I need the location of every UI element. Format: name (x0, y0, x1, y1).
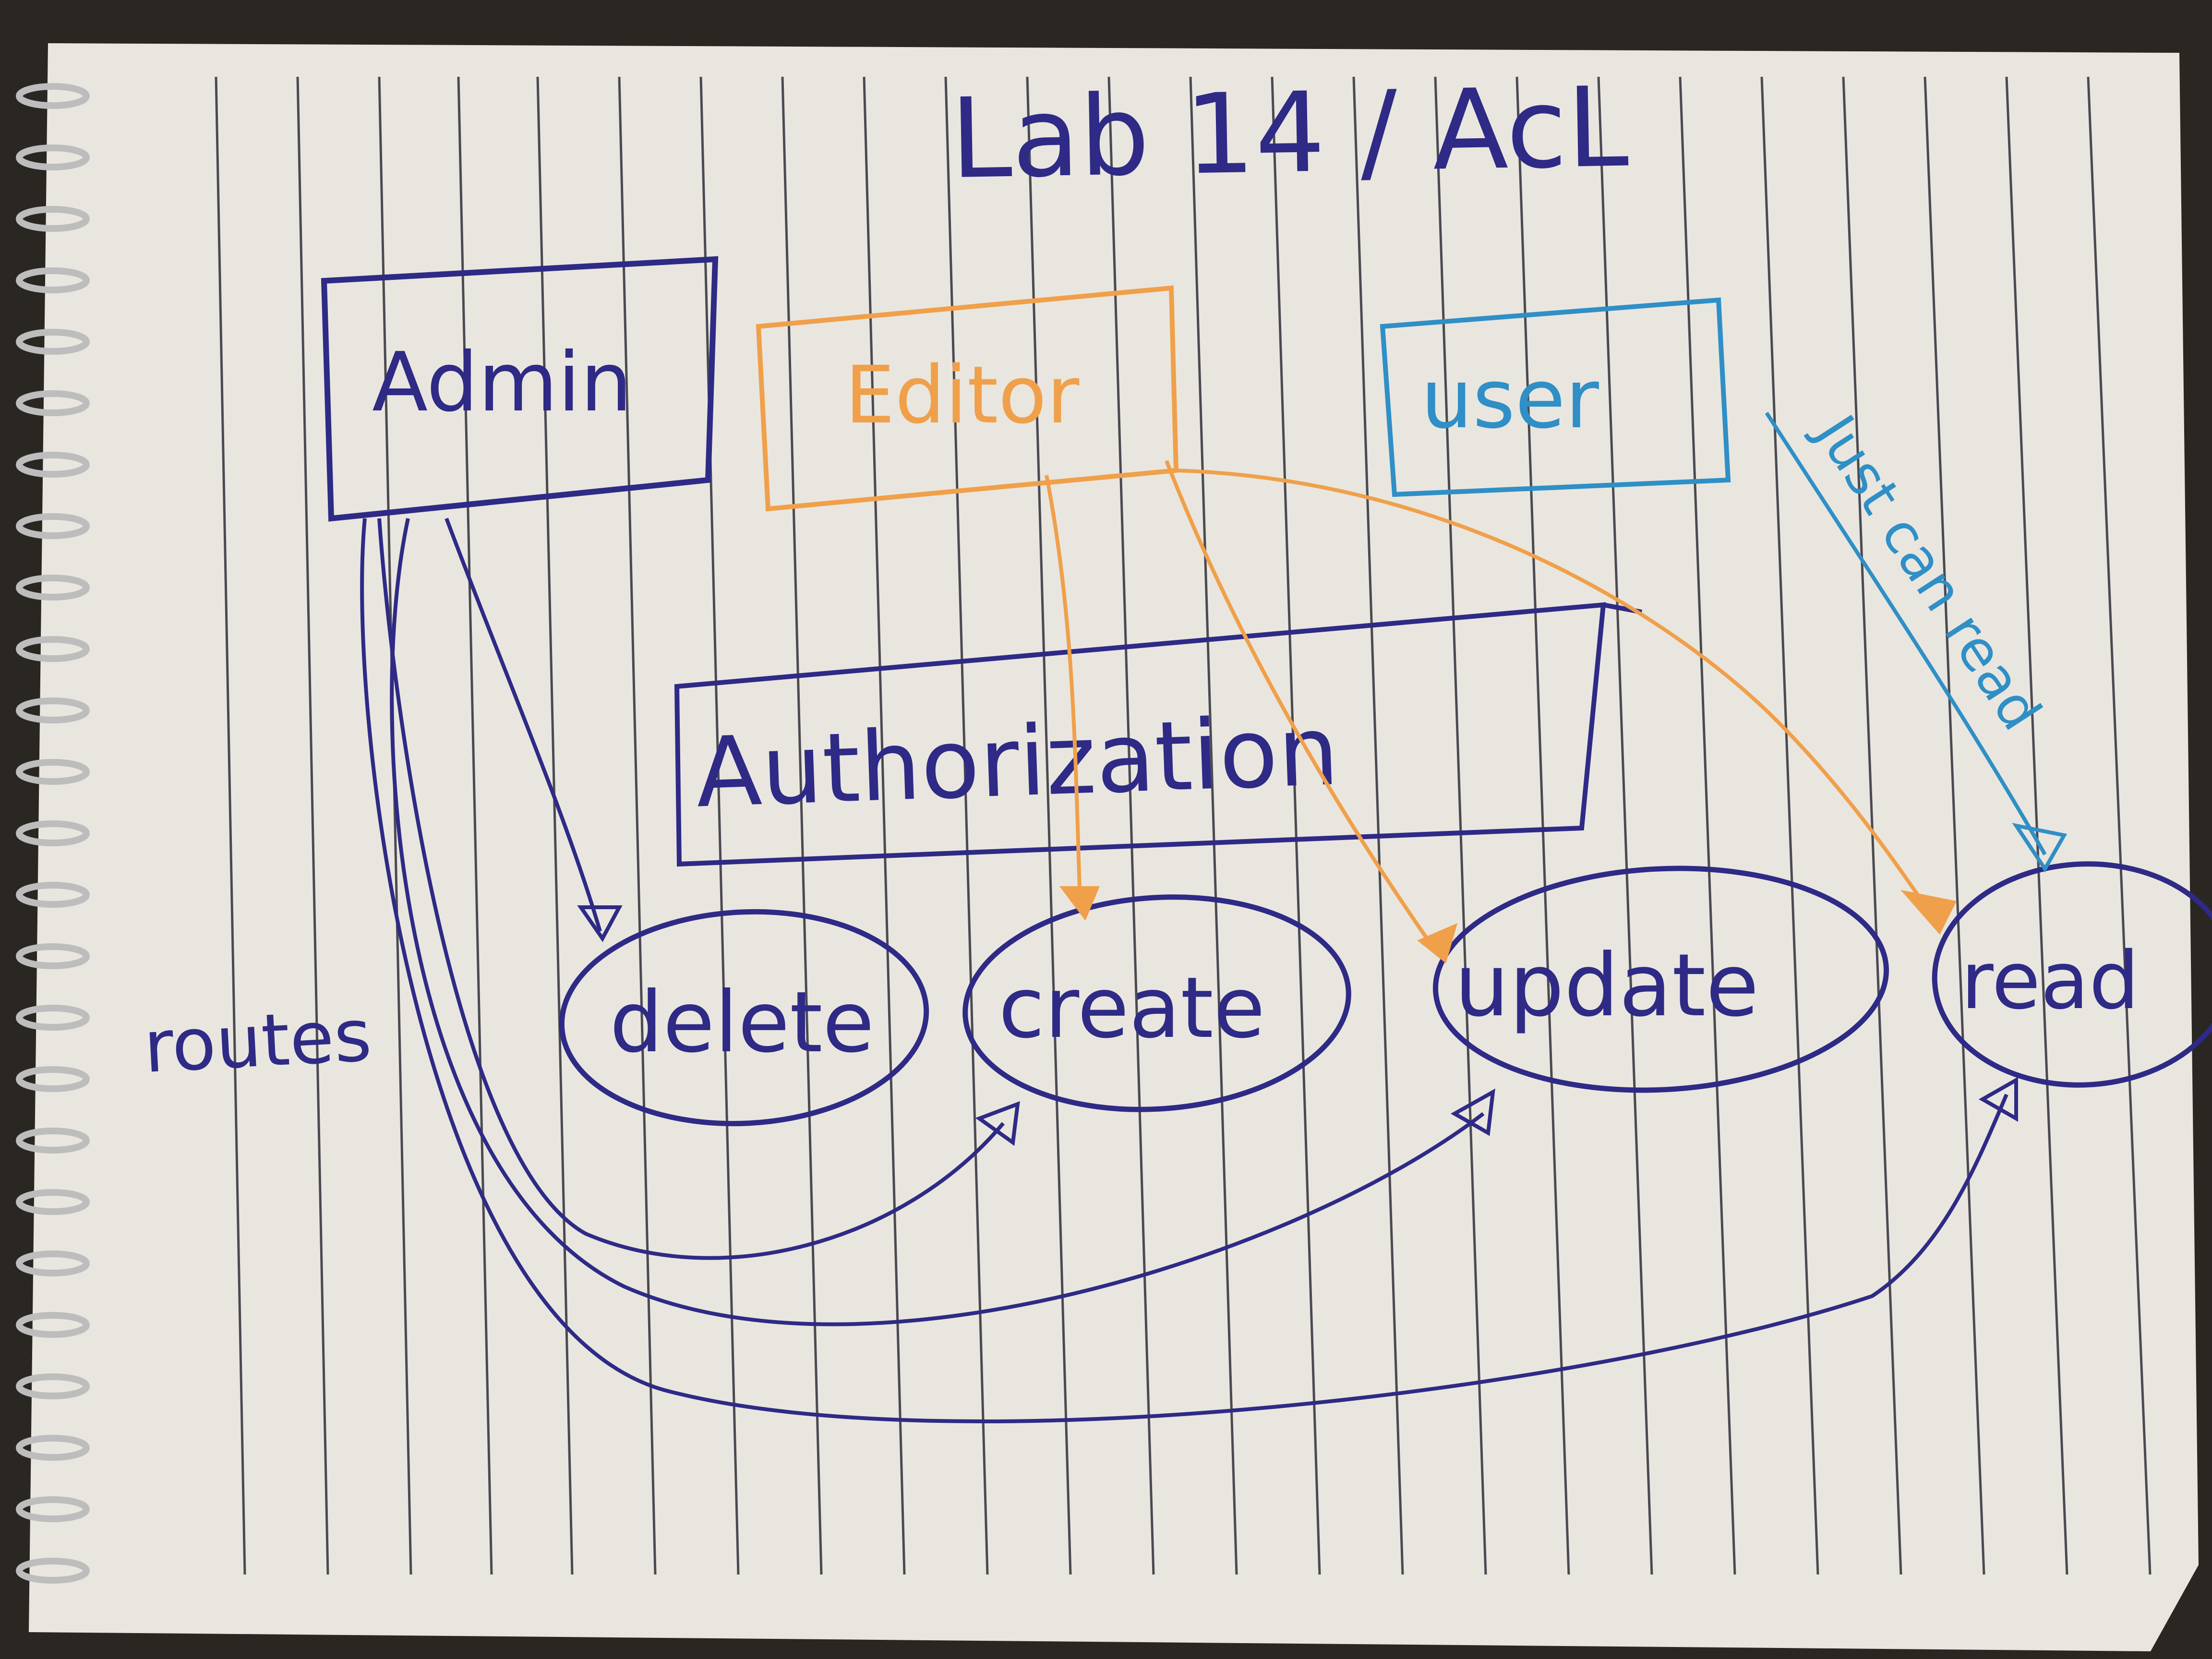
ruled-line (1189, 76, 1238, 1575)
editor-role-label: Editor (845, 349, 1079, 441)
spiral-ring (16, 144, 90, 170)
ruled-line (1679, 76, 1736, 1575)
read-action-label: read (1961, 935, 2140, 1027)
user-to-read-arrow (1765, 411, 2047, 855)
admin-to-create-arrowhead (975, 1101, 1020, 1146)
admin-to-create-arrow (377, 518, 1005, 1260)
page-title: Lab 14 / AcL (949, 63, 1629, 204)
spiral-ring (16, 697, 90, 723)
spiral-ring (16, 1496, 90, 1522)
spiral-ring (16, 759, 90, 785)
ruled-line (2087, 76, 2152, 1575)
spiral-binding (16, 83, 90, 1584)
spiral-ring (16, 267, 90, 293)
ruled-line (1352, 76, 1404, 1575)
ruled-lines (215, 76, 2152, 1575)
spiral-ring (16, 1005, 90, 1031)
ruled-line (1434, 76, 1487, 1575)
editor-to-create-arrow (1045, 475, 1082, 903)
spiral-ring (16, 1066, 90, 1092)
admin-arrows (360, 517, 2018, 1423)
user-role-label: user (1421, 352, 1599, 447)
user-to-read-arrowhead (2012, 823, 2068, 873)
editor-to-update-arrowhead (1417, 923, 1458, 963)
ruled-line (1026, 76, 1072, 1575)
action-read: read (1932, 861, 2212, 1088)
admin-role-label: Admin (372, 335, 632, 430)
ruled-line (1515, 76, 1570, 1575)
authorization-middleware: Authorization (674, 602, 1642, 867)
ruled-line (378, 76, 412, 1575)
ruled-line (1107, 76, 1155, 1575)
spiral-ring (16, 1558, 90, 1584)
spiral-ring (16, 882, 90, 908)
admin-to-update-arrow (390, 518, 1485, 1326)
ruled-line (699, 76, 740, 1575)
routes-annotation: routes (142, 994, 373, 1089)
spiral-ring (16, 1312, 90, 1338)
ruled-line (863, 76, 906, 1575)
spiral-ring (16, 1128, 90, 1154)
authorization-label: Authorization (694, 695, 1341, 830)
ruled-line (944, 76, 989, 1575)
admin-to-delete-arrowhead (577, 905, 623, 942)
editor-role: Editor (756, 285, 1179, 512)
spiral-ring (16, 329, 90, 355)
ruled-line (1923, 76, 1985, 1575)
spiral-ring (16, 820, 90, 846)
admin-to-delete-arrow (445, 517, 602, 932)
spiral-ring (16, 943, 90, 969)
ruled-line (215, 76, 246, 1575)
spiral-ring (16, 390, 90, 416)
user-role-box (1380, 297, 1731, 497)
update-action-label: update (1455, 936, 1759, 1036)
delete-action-ellipse (559, 909, 929, 1127)
admin-to-read-arrow (360, 518, 2008, 1423)
admin-to-update-arrowhead (1450, 1088, 1495, 1136)
delete-action-label: delete (610, 974, 874, 1071)
ruled-line (618, 76, 657, 1575)
user-role: user (1380, 297, 1731, 497)
spiral-ring (16, 513, 90, 539)
spiral-ring (16, 1435, 90, 1461)
create-action-ellipse (962, 894, 1351, 1112)
create-action-label: create (998, 960, 1265, 1057)
action-delete: delete (559, 909, 929, 1127)
authorization-box (674, 602, 1606, 867)
editor-to-read-arrowhead (1900, 890, 1957, 935)
spiral-ring (16, 206, 90, 232)
admin-role-box (321, 256, 719, 522)
ruled-line (1760, 76, 1819, 1575)
ruled-line (1271, 76, 1321, 1575)
spiral-ring (16, 83, 90, 109)
spiral-ring (16, 1373, 90, 1399)
admin-to-read-arrowhead (1978, 1077, 2018, 1122)
action-update: update (1432, 866, 1889, 1093)
admin-role: Admin (321, 256, 719, 522)
ruled-line (1842, 76, 1902, 1575)
ruled-line (296, 76, 329, 1575)
spiral-ring (16, 575, 90, 601)
update-action-ellipse (1432, 866, 1889, 1093)
action-create: create (962, 894, 1351, 1112)
editor-to-update-arrow (1165, 460, 1437, 952)
spiral-ring (16, 1189, 90, 1215)
editor-arrows (1045, 460, 1957, 963)
editor-to-create-arrowhead (1059, 886, 1100, 921)
editor-to-read-arrow (1176, 469, 1932, 914)
ruled-line (457, 76, 493, 1575)
read-action-ellipse (1932, 861, 2212, 1088)
spiral-ring (16, 452, 90, 478)
user-arrows (1765, 411, 2068, 873)
ruled-line (1597, 76, 1653, 1575)
spiral-ring (16, 1250, 90, 1276)
spiral-ring (16, 636, 90, 662)
ruled-line (2005, 76, 2068, 1575)
